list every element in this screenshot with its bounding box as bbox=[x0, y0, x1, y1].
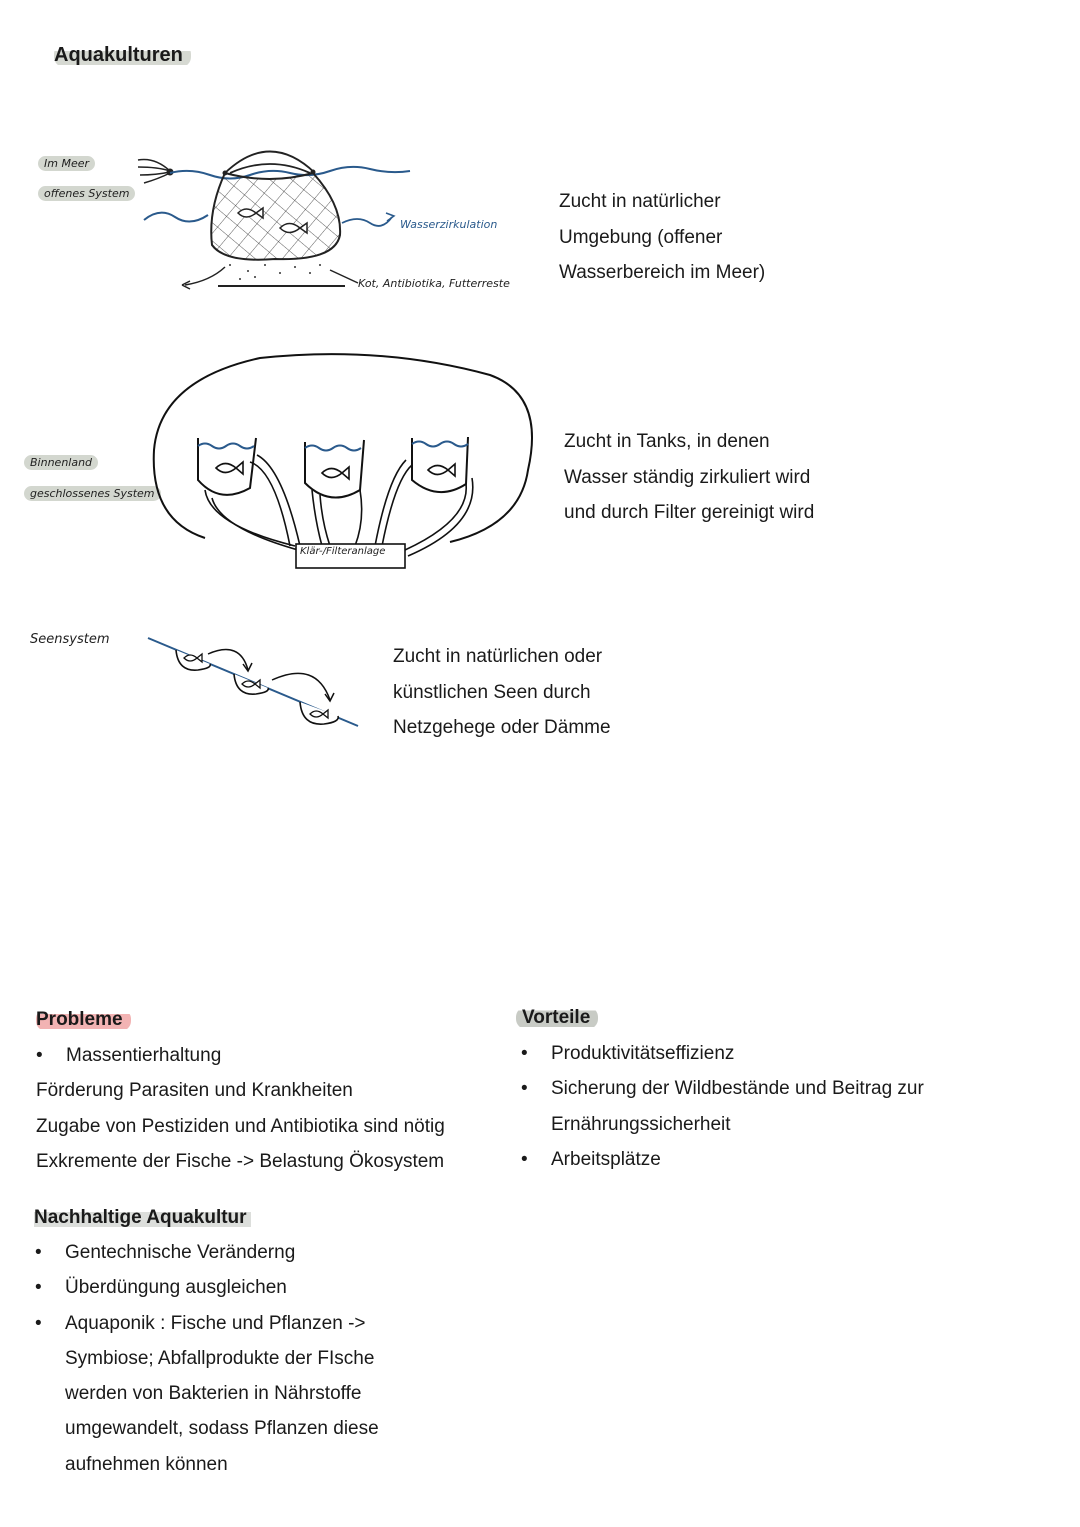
list-item: • Sicherung der Wildbestände und Beitrag… bbox=[521, 1071, 924, 1106]
lake-system-drawing bbox=[147, 637, 359, 727]
waste-annotation: Kot, Antibiotika, Futterreste bbox=[358, 277, 510, 290]
section2-label-location: Binnenland bbox=[24, 455, 99, 470]
list-item: • Produktivitätseffizienz bbox=[521, 1036, 924, 1071]
list-item-text: Produktivitätseffizienz bbox=[551, 1043, 735, 1064]
bullet-icon: • bbox=[36, 1045, 43, 1066]
list-item: Zugabe von Pestiziden und Antibiotika si… bbox=[36, 1115, 445, 1137]
list-item: • Überdüngung ausgleichen bbox=[35, 1270, 379, 1305]
list-item-text: Sicherung der Wildbestände und Beitrag z… bbox=[551, 1078, 924, 1100]
bullet-icon: • bbox=[521, 1078, 528, 1100]
water-circulation-annotation: Wasserzirkulation bbox=[400, 218, 498, 231]
sustainable-heading: Nachhaltige Aquakultur bbox=[34, 1207, 251, 1229]
bullet-icon: • bbox=[35, 1277, 42, 1299]
section3-description: Zucht in natürlichen oder künstlichen Se… bbox=[393, 639, 611, 746]
bullet-icon: • bbox=[35, 1242, 42, 1263]
list-item-continuation: Symbiose; Abfallprodukte der FIsche bbox=[65, 1347, 375, 1369]
description-line: Zucht in natürlichen oder bbox=[393, 646, 603, 667]
list-item: • Massentierhaltung bbox=[36, 1038, 445, 1073]
open-sea-net-drawing bbox=[137, 150, 411, 290]
page-title: Aquakulturen bbox=[54, 44, 191, 67]
section1-description: Zucht in natürlicher Umgebung (offener W… bbox=[559, 184, 765, 291]
description-line: und durch Filter gereinigt wird bbox=[564, 502, 815, 523]
section2-description: Zucht in Tanks, in denen Wasser ständig … bbox=[564, 424, 814, 531]
description-line: Netzgehege oder Dämme bbox=[393, 717, 611, 738]
list-item-continuation: umgewandelt, sodass Pflanzen diese bbox=[65, 1418, 379, 1440]
description-line: Wasser ständig zirkuliert wird bbox=[564, 466, 811, 488]
list-item: • Gentechnische Veränderng bbox=[35, 1235, 379, 1270]
list-item-text: Gentechnische Veränderng bbox=[65, 1242, 296, 1263]
section1-label-system: offenes System bbox=[38, 186, 136, 201]
description-line: Zucht in Tanks, in denen bbox=[564, 431, 770, 452]
bullet-icon: • bbox=[521, 1148, 528, 1170]
description-line: Umgebung (offener bbox=[559, 226, 723, 248]
list-item: • Aquaponik : Fische und Pflanzen -> bbox=[35, 1306, 379, 1341]
list-item-continuation: aufnehmen können bbox=[65, 1453, 228, 1475]
list-item: Förderung Parasiten und Krankheiten bbox=[36, 1080, 353, 1102]
list-item-text: Massentierhaltung bbox=[66, 1045, 222, 1066]
problems-heading: Probleme bbox=[36, 1009, 131, 1031]
list-item-continuation: werden von Bakterien in Nährstoffe bbox=[65, 1383, 362, 1405]
list-item-text: Aquaponik : Fische und Pflanzen -> bbox=[65, 1312, 366, 1334]
description-line: Zucht in natürlicher bbox=[559, 191, 721, 212]
list-item-text: Arbeitsplätze bbox=[551, 1148, 661, 1170]
list-item: Exkremente der Fische -> Belastung Ökosy… bbox=[36, 1150, 445, 1172]
bullet-icon: • bbox=[521, 1043, 528, 1064]
advantages-heading: Vorteile bbox=[516, 1007, 599, 1029]
closed-tank-system-drawing bbox=[152, 353, 533, 569]
description-line: Wasserbereich im Meer) bbox=[559, 262, 766, 283]
advantages-list: • Produktivitätseffizienz • Sicherung de… bbox=[521, 1036, 924, 1177]
section3-label: Seensystem bbox=[30, 632, 110, 647]
description-line: künstlichen Seen durch bbox=[393, 681, 591, 703]
sustainable-list: • Gentechnische Veränderng • Überdüngung… bbox=[35, 1235, 379, 1482]
filter-annotation: Klär-/Filteranlage bbox=[300, 546, 386, 557]
list-item-continuation: Ernährungssicherheit bbox=[551, 1113, 731, 1135]
list-item-text: Überdüngung ausgleichen bbox=[65, 1277, 287, 1299]
problems-list: • Massentierhaltung Förderung Parasiten … bbox=[36, 1038, 445, 1179]
section2-label-system: geschlossenes System bbox=[24, 486, 161, 501]
list-item: • Arbeitsplätze bbox=[521, 1142, 924, 1177]
bullet-icon: • bbox=[35, 1312, 42, 1334]
section1-label-location: Im Meer bbox=[38, 156, 96, 171]
